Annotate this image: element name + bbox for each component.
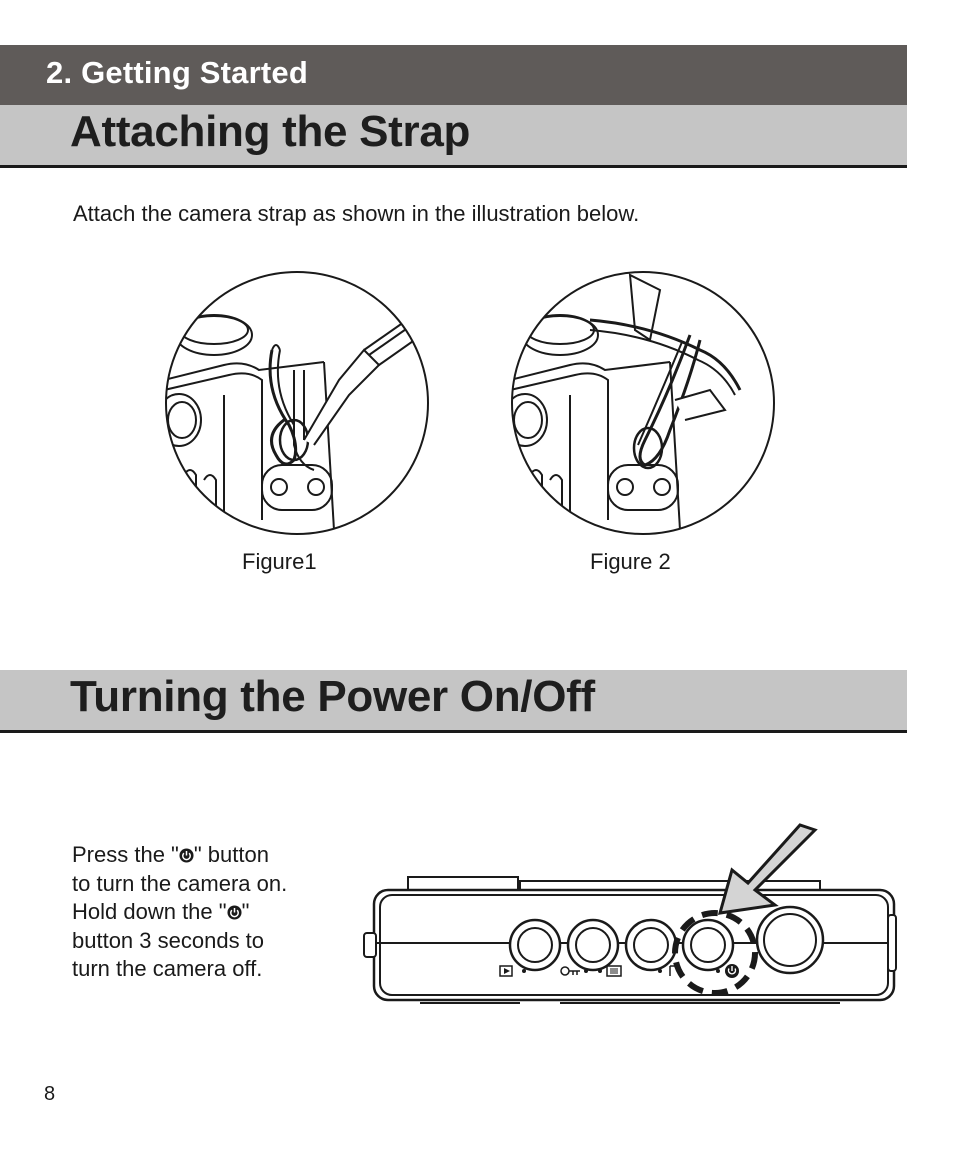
section-title: Turning the Power On/Off bbox=[70, 672, 595, 721]
figure-caption-1: Figure1 bbox=[242, 549, 317, 574]
text-fragment: " button bbox=[193, 842, 269, 867]
power-icon bbox=[227, 905, 242, 920]
strap-figure-2 bbox=[511, 271, 775, 535]
power-icon bbox=[179, 848, 194, 863]
strap-figure-1 bbox=[165, 271, 429, 535]
strap-instructions: Attach the camera strap as shown in the … bbox=[73, 201, 640, 226]
text-fragment: Hold down the " bbox=[72, 899, 227, 924]
figure-caption-2: Figure 2 bbox=[590, 549, 671, 574]
power-line: turn the camera off. bbox=[72, 956, 263, 981]
page-number: 8 bbox=[44, 1083, 56, 1105]
section-header-strap: Attaching the Strap bbox=[0, 105, 907, 168]
power-line: Press the " " button bbox=[72, 841, 287, 870]
power-line: to turn the camera on. bbox=[72, 870, 288, 896]
chapter-title: 2. Getting Started bbox=[46, 55, 308, 90]
power-instructions: Press the " " button to turn the camera o… bbox=[72, 841, 287, 984]
text-fragment: " bbox=[241, 899, 250, 924]
power-line: button 3 seconds to bbox=[72, 927, 265, 953]
chapter-header: 2. Getting Started bbox=[0, 45, 907, 105]
section-title: Attaching the Strap bbox=[70, 107, 471, 156]
section-header-power: Turning the Power On/Off bbox=[0, 670, 907, 733]
camera-top-illustration bbox=[363, 823, 897, 1004]
power-line: Hold down the " " bbox=[72, 898, 287, 927]
text-fragment: Press the " bbox=[72, 842, 179, 867]
